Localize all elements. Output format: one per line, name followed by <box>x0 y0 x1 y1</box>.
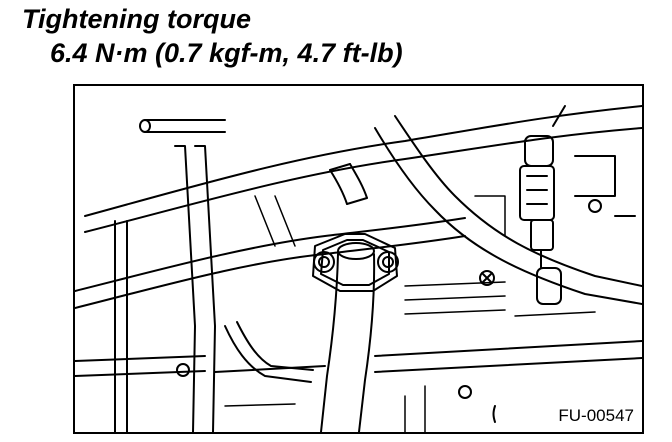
fuel-pipe <box>320 242 376 432</box>
figure-code: FU-00547 <box>558 406 634 425</box>
upper-left-tube <box>139 119 226 133</box>
flange-bolt-right <box>377 251 399 273</box>
connector-sensor <box>519 105 566 305</box>
right-bracket <box>574 155 636 217</box>
left-bracket <box>114 145 216 432</box>
lower-bolts <box>176 363 496 423</box>
fuel-pipe-flange-illustration <box>75 105 642 432</box>
lower-rail <box>75 340 642 377</box>
torque-spec-value: 6.4 N·m (0.7 kgf-m, 4.7 ft-lb) <box>50 38 403 68</box>
flange-bolt-left <box>313 251 335 273</box>
small-bent-pipe <box>224 321 314 383</box>
flange <box>312 233 398 292</box>
torque-heading: Tightening torque <box>22 4 251 34</box>
hose-clamp <box>329 163 368 205</box>
right-curved-hose <box>374 115 642 305</box>
lower-diagonal-hose <box>75 217 466 309</box>
screw-right <box>479 270 495 286</box>
illustration-frame: FU-00547 <box>73 84 644 434</box>
background-detail-lines <box>224 195 596 432</box>
upper-diagonal-hose <box>84 105 642 233</box>
